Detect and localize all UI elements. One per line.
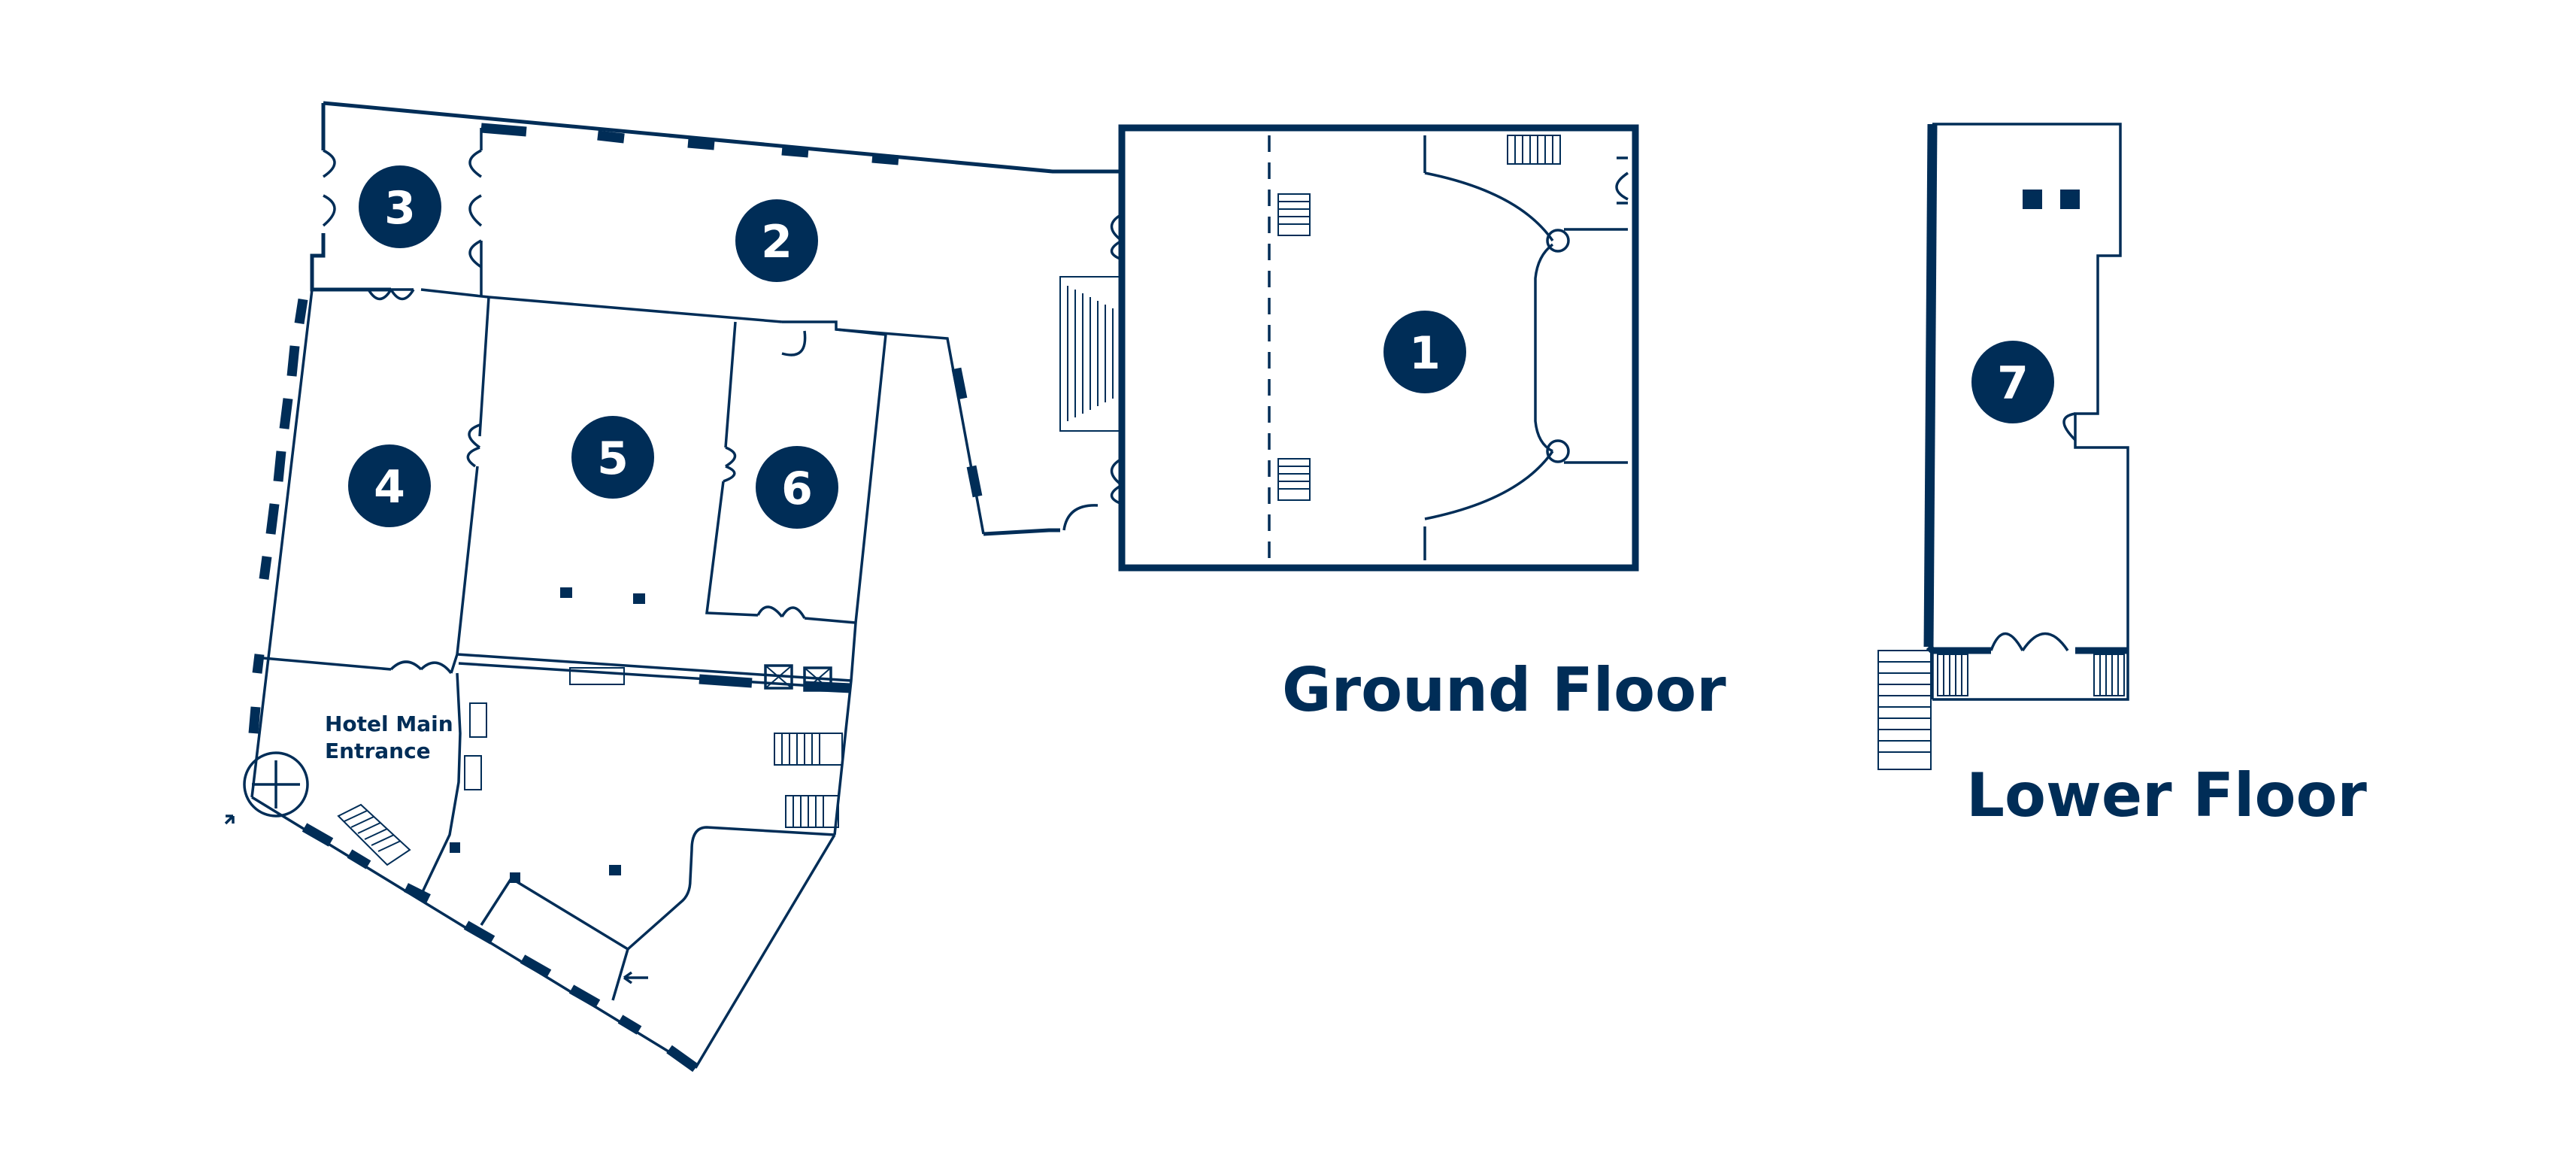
west-wing-walls <box>248 101 1122 1072</box>
room-number-2: 2 <box>761 216 792 268</box>
room-number-6: 6 <box>781 463 813 515</box>
room-number-7: 7 <box>1997 357 2029 410</box>
room-marker-7[interactable]: 7 <box>1971 341 2054 423</box>
room-marker-6[interactable]: 6 <box>756 446 838 529</box>
room-number-4: 4 <box>374 461 405 514</box>
room-7-walls <box>1877 123 2129 770</box>
room-number-1: 1 <box>1409 327 1441 380</box>
room-1-walls <box>951 124 1639 572</box>
room-marker-4[interactable]: 4 <box>348 444 431 527</box>
room-marker-3[interactable]: 3 <box>359 165 441 248</box>
room-number-5: 5 <box>597 432 629 485</box>
lower-floor-title: Lower Floor <box>1966 760 2367 830</box>
ground-floor-title: Ground Floor <box>1282 655 1726 725</box>
entrance-label-line-1: Hotel Main <box>325 711 453 736</box>
west-wing-stairs <box>224 664 843 984</box>
room-marker-5[interactable]: 5 <box>571 416 654 499</box>
room-number-3: 3 <box>384 182 416 235</box>
room-marker-1[interactable]: 1 <box>1383 311 1466 393</box>
room-marker-2[interactable]: 2 <box>735 199 818 282</box>
entrance-label-line-2: Entrance <box>325 739 431 763</box>
west-wing-doors <box>322 149 1099 675</box>
